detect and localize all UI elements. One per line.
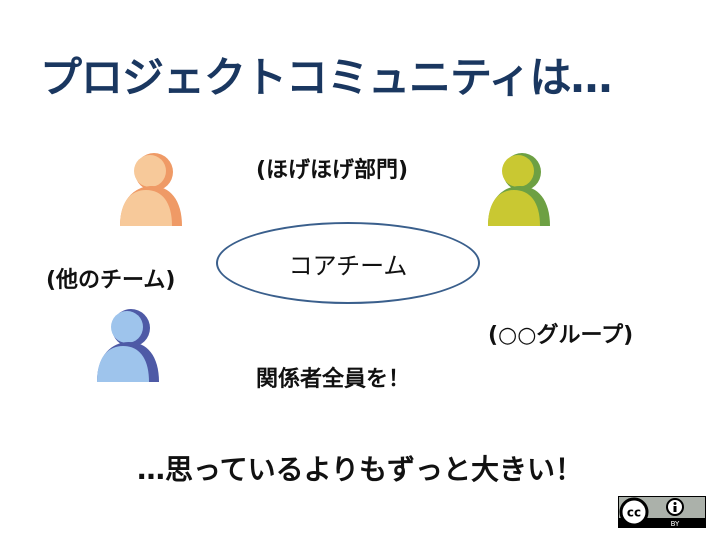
cc-by-license-badge: cc BY: [618, 496, 706, 528]
slide-title: プロジェクトコミュニティは…: [40, 53, 612, 102]
orange-person-icon: [118, 152, 182, 226]
blue-person-icon: [95, 308, 159, 382]
cc-icon: cc: [627, 506, 641, 520]
label-all-stakeholders: 関係者全員を！: [256, 367, 411, 392]
label-other-team: (他のチーム): [46, 268, 176, 293]
label-group: (○○グループ): [488, 323, 634, 348]
label-core-team: コアチーム: [288, 251, 408, 280]
green-person-icon: [486, 152, 550, 226]
core-team-ellipse: [216, 222, 480, 304]
bottom-message: …思っているよりもずっと大きい！: [136, 453, 584, 486]
by-label: BY: [671, 520, 680, 528]
label-hogehoge-department: (ほげほげ部門): [256, 158, 409, 183]
